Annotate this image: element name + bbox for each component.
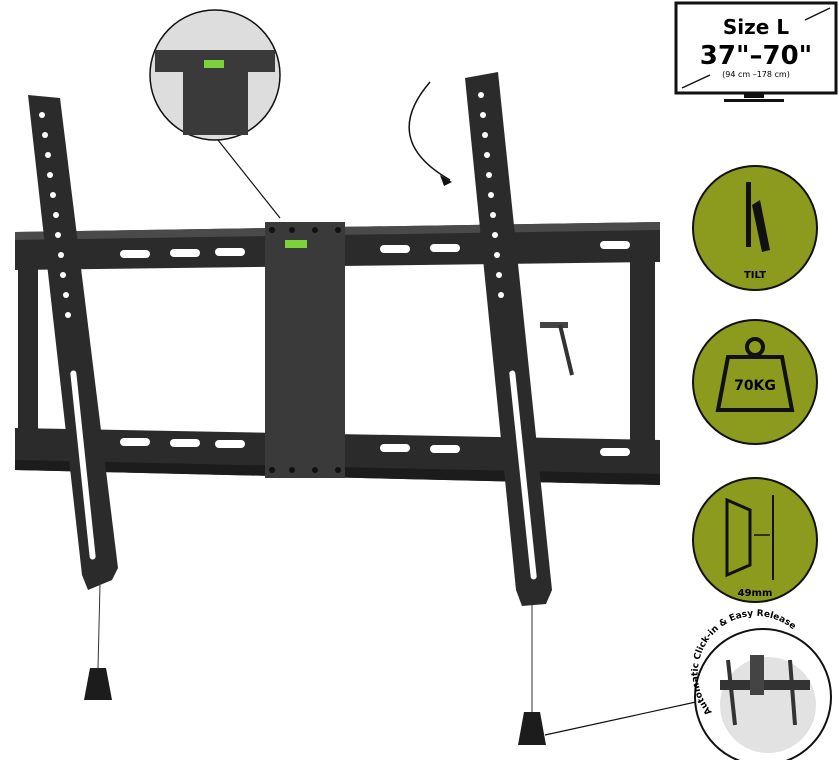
tilt-arrow-icon xyxy=(408,81,451,181)
center-plate xyxy=(265,222,345,478)
feature-label: TILT xyxy=(744,270,766,281)
size-label: Size L xyxy=(723,15,789,39)
tilt-icon xyxy=(746,182,770,252)
feature-tilt: TILT xyxy=(692,165,818,291)
wall-mount xyxy=(15,72,660,745)
weight-icon xyxy=(715,337,795,412)
size-range: 37"–70" xyxy=(700,41,812,71)
left-tilt-arm xyxy=(28,95,118,700)
size-range-cm: (94 cm –178 cm) xyxy=(722,70,790,79)
size-badge: Size L 37"–70" (94 cm –178 cm) xyxy=(674,1,838,102)
feature-label: 70KG xyxy=(734,378,776,394)
level-magnifier xyxy=(149,9,281,219)
right-tilt-arm xyxy=(465,72,574,745)
feature-wall-distance: 49mm xyxy=(692,477,818,603)
click-in-inset: Automatic Click-in & Easy Release xyxy=(544,609,832,760)
feature-label: 49mm xyxy=(738,588,773,599)
feature-weight: 70KG xyxy=(692,319,818,445)
wall-distance-icon xyxy=(725,495,774,580)
